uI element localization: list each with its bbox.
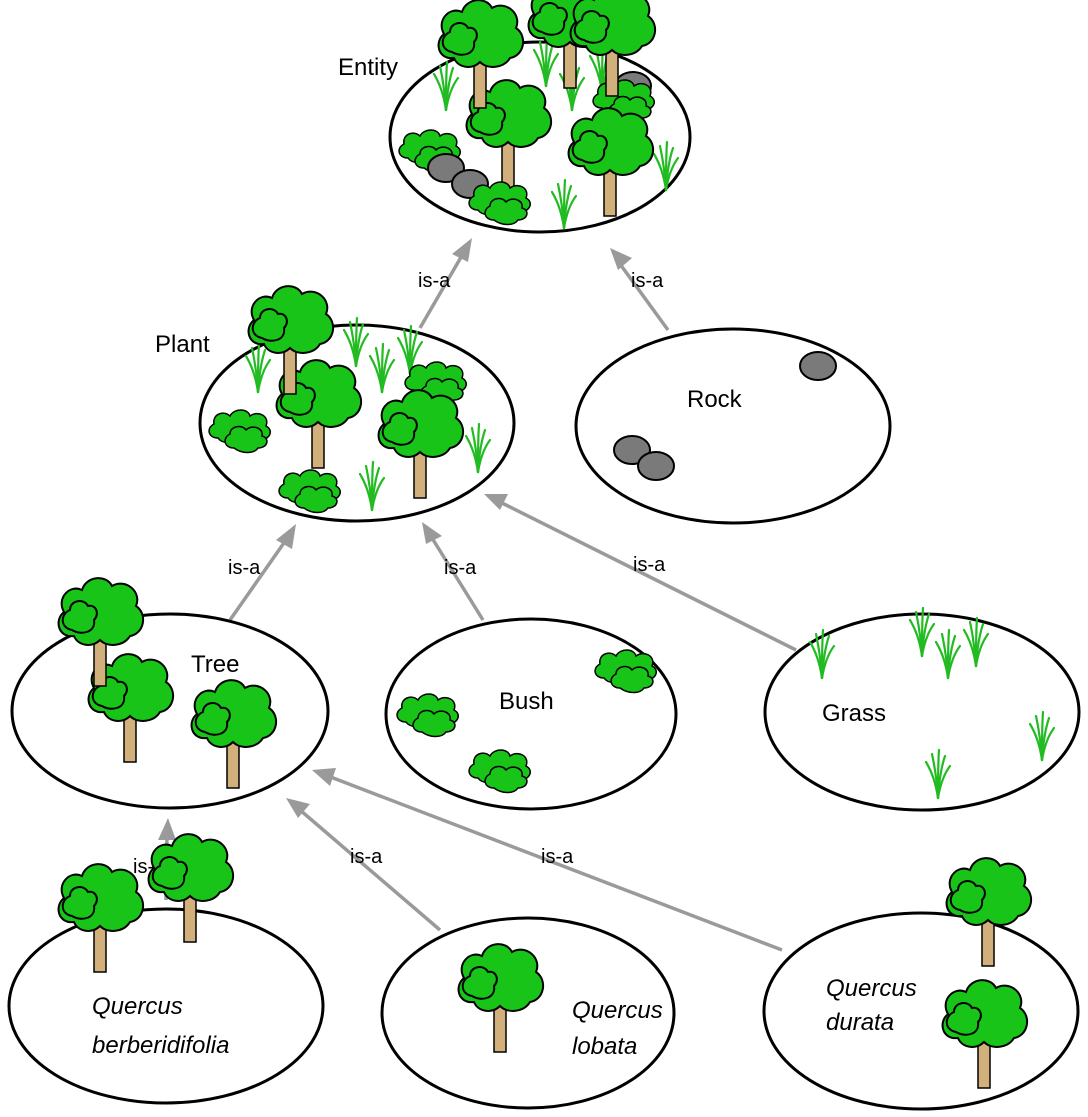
node-ql-ellipse (380, 916, 676, 1110)
edge-label-grass-plant: is-a (633, 554, 666, 576)
node-entity-label: Entity (338, 54, 398, 81)
node-grass: Grass (763, 606, 1081, 812)
node-rock-ellipse (574, 327, 892, 525)
node-grass-label: Grass (822, 700, 886, 727)
node-bush-label: Bush (499, 688, 554, 715)
node-tree-label: Tree (191, 651, 239, 678)
edge-label-tree-plant: is-a (228, 557, 261, 579)
edge-label-ql-tree: is-a (350, 846, 383, 868)
node-quercus-durata: Quercus durata (762, 857, 1080, 1111)
edge-grass-plant: is-a (484, 494, 797, 652)
node-qd-label-line2: durata (826, 1009, 894, 1036)
edge-qd-tree: is-a (312, 768, 783, 952)
node-tree: Tree (10, 577, 330, 810)
edge-plant-entity: is-a (418, 238, 472, 329)
node-quercus-lobata: Quercus lobata (380, 916, 676, 1110)
node-qd-ellipse (762, 911, 1080, 1111)
edge-label-plant-entity: is-a (418, 270, 451, 292)
node-qb-ellipse (7, 907, 325, 1105)
node-rock: Rock (574, 327, 892, 525)
edge-ql-tree: is-a (286, 798, 442, 932)
node-qd-label-line1: Quercus (826, 975, 917, 1002)
node-qb-label-line2: berberidifolia (92, 1032, 229, 1059)
node-qb-label-line1: Quercus (92, 993, 183, 1020)
node-ql-label-line2: lobata (572, 1033, 637, 1060)
edge-label-bush-plant: is-a (444, 557, 477, 579)
edge-rock-entity: is-a (610, 248, 670, 332)
node-quercus-berberidifolia: Quercus berberidifolia (7, 833, 325, 1105)
edge-label-qd-tree: is-a (541, 846, 574, 868)
node-bush: Bush (384, 617, 678, 811)
edge-label-rock-entity: is-a (631, 270, 664, 292)
edge-tree-plant: is-a (228, 524, 296, 622)
node-plant-label: Plant (155, 331, 210, 358)
edge-bush-plant: is-a (422, 522, 485, 621)
node-ql-label-line1: Quercus (572, 997, 663, 1024)
node-rock-label: Rock (687, 386, 743, 413)
rock-icon (637, 451, 675, 481)
rock-icon (799, 351, 837, 381)
node-plant: Plant (155, 285, 516, 523)
node-entity: Entity (338, 0, 692, 234)
node-tree-ellipse (10, 612, 330, 810)
